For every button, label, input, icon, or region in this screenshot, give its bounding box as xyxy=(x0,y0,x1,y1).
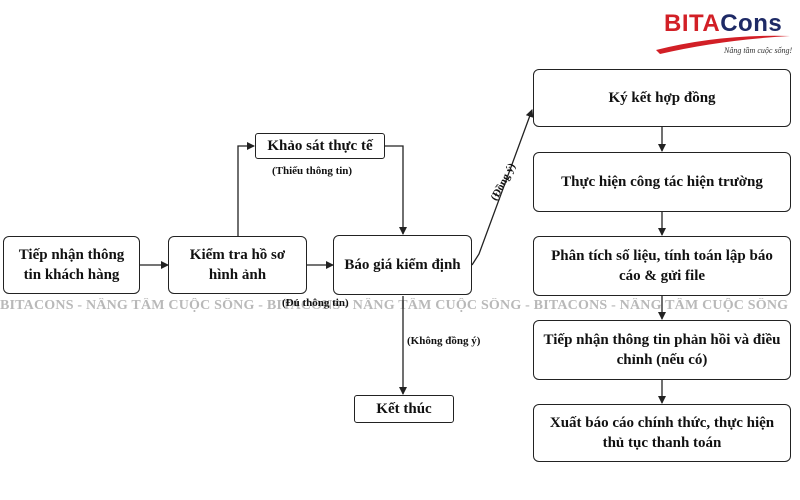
node-xuat-bao-cao: Xuất báo cáo chính thức, thực hiện thủ t… xyxy=(533,404,791,462)
node-ket-thuc: Kết thúc xyxy=(354,395,454,423)
node-label: Xuất báo cáo chính thức, thực hiện thủ t… xyxy=(549,415,775,451)
node-ky-ket-hop-dong: Ký kết hợp đồng xyxy=(533,69,791,127)
arrow-kiemtra-khaosat xyxy=(237,142,255,237)
node-label: Kiểm tra hồ sơ hình ảnh xyxy=(189,247,286,283)
node-tiep-nhan-thong-tin: Tiếp nhận thông tin khách hàng xyxy=(3,236,140,294)
edge-label-du-thong-tin: (Đủ thông tin) xyxy=(282,297,349,309)
node-label: Tiếp nhận thông tin khách hàng xyxy=(18,247,125,283)
node-label: Tiếp nhận thông tin phản hồi và điều chỉ… xyxy=(543,332,781,368)
arrow-khaosat-baogia xyxy=(385,145,407,235)
node-kiem-tra-ho-so: Kiểm tra hồ sơ hình ảnh xyxy=(168,236,307,294)
logo-wordmark: BITACons xyxy=(664,10,782,38)
node-label: Kết thúc xyxy=(376,401,432,417)
bitacons-logo: BITACons Nâng tầm cuộc sống! xyxy=(650,6,795,58)
node-bao-gia-kiem-dinh: Báo giá kiểm định xyxy=(333,235,472,295)
arrow-baogia-kyket xyxy=(471,109,534,266)
logo-swoosh xyxy=(656,35,790,54)
edge-label-thieu-thong-tin: (Thiếu thông tin) xyxy=(272,165,353,177)
node-label: Thực hiện công tác hiện trường xyxy=(561,174,763,190)
node-label: Báo giá kiểm định xyxy=(344,257,461,273)
logo-brand-part2: Cons xyxy=(720,10,783,37)
node-thuc-hien-cong-tac: Thực hiện công tác hiện trường xyxy=(533,152,791,212)
node-phan-tich-so-lieu: Phân tích số liệu, tính toán lập báo cáo… xyxy=(533,236,791,296)
watermark-text: BITACONS - NÂNG TẦM CUỘC SỐNG - BITACONS… xyxy=(0,298,789,313)
logo-slogan: Nâng tầm cuộc sống! xyxy=(724,46,793,55)
node-khao-sat-thuc-te: Khảo sát thực tế xyxy=(255,133,385,159)
logo-brand-part1: BITA xyxy=(664,10,721,37)
node-label: Phân tích số liệu, tính toán lập báo cáo… xyxy=(551,248,773,284)
node-tiep-nhan-phan-hoi: Tiếp nhận thông tin phản hồi và điều chỉ… xyxy=(533,320,791,380)
node-label: Ký kết hợp đồng xyxy=(608,90,716,106)
edge-label-khong-dong-y: (Không đồng ý) xyxy=(407,335,481,347)
node-label: Khảo sát thực tế xyxy=(267,138,373,154)
